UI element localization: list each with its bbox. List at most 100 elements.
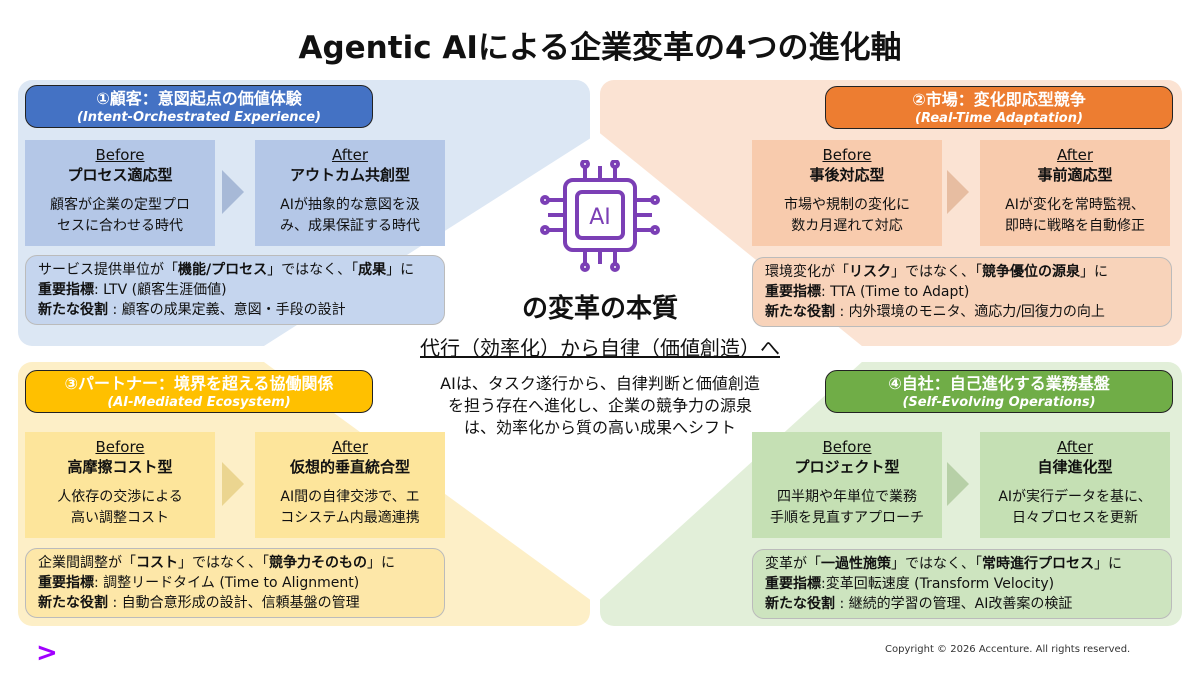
kpi-value: : LTV (顧客生涯価値)	[94, 282, 227, 298]
quadrant-partner-header: ③パートナー：境界を超える協働関係 (AI-Mediated Ecosystem…	[25, 370, 373, 413]
role-label: 新たな役割	[765, 596, 835, 612]
after-label: After	[331, 438, 369, 456]
kpi-label: 重要指標	[38, 282, 94, 298]
summary-role: 新たな役割 : 内外環境のモニタ、適応力/回復力の向上	[765, 302, 1159, 322]
summary-shift: 変革が「一過性施策」ではなく、「常時進行プロセス」に	[765, 554, 1159, 574]
emphasis: 成果	[358, 262, 387, 278]
quadrant-title: ④自社：自己進化する業務基盤	[888, 374, 1110, 393]
text: 企業間調整が「	[38, 555, 136, 571]
role-label: 新たな役割	[765, 304, 835, 320]
essence-description: AIは、タスク遂行から、自律判断と価値創造 を担う存在へ進化し、企業の競争力の源…	[400, 373, 800, 439]
quadrant-market-summary: 環境変化が「リスク」ではなく、「競争優位の源泉」に 重要指標: TTA (Tim…	[752, 257, 1172, 327]
before-box: Before プロセス適応型 顧客が企業の定型プロ セスに合わせる時代	[25, 140, 215, 246]
before-box: Before プロジェクト型 四半期や年単位で業務 手順を見直すアプローチ	[752, 432, 942, 538]
before-description: 高い調整コスト	[71, 510, 169, 526]
quadrant-partner-summary: 企業間調整が「コスト」ではなく、「競争力そのもの」に 重要指標: 調整リードタイ…	[25, 548, 445, 618]
quadrant-subtitle: (Real-Time Adaptation)	[915, 111, 1083, 126]
after-description: AIが実行データを基に、	[998, 489, 1152, 505]
arrow-right-icon	[222, 462, 244, 506]
text: 」に	[386, 262, 415, 278]
before-type: 事後対応型	[809, 166, 885, 184]
emphasis: コスト	[136, 555, 178, 571]
accenture-logo: >	[36, 638, 58, 668]
text: サービス提供単位が「	[38, 262, 178, 278]
after-label: After	[331, 146, 369, 164]
after-description: AIが抽象的な意図を汲	[280, 197, 420, 213]
before-description: 市場や規制の変化に	[784, 197, 910, 213]
emphasis: 常時進行プロセス	[982, 556, 1094, 572]
summary-kpi: 重要指標:変革回転速度 (Transform Velocity)	[765, 574, 1159, 594]
summary-kpi: 重要指標: LTV (顧客生涯価値)	[38, 280, 432, 300]
quadrant-subtitle: (Self-Evolving Operations)	[902, 395, 1096, 410]
quadrant-market-header: ②市場：変化即応型競争 (Real-Time Adaptation)	[825, 86, 1173, 129]
quadrant-subtitle: (Intent-Orchestrated Experience)	[77, 110, 321, 125]
essence-line: を担う存在へ進化し、企業の競争力の源泉	[447, 396, 752, 415]
after-label: After	[1056, 438, 1094, 456]
summary-shift: 環境変化が「リスク」ではなく、「競争優位の源泉」に	[765, 262, 1159, 282]
kpi-label: 重要指標	[765, 284, 821, 300]
after-type: 仮想的垂直統合型	[289, 458, 410, 476]
text: 」に	[367, 555, 395, 571]
summary-role: 新たな役割 : 自動合意形成の設計、信頼基盤の管理	[38, 593, 432, 613]
after-description: 日々プロセスを更新	[1012, 510, 1138, 526]
quadrant-title: ②市場：変化即応型競争	[912, 90, 1086, 109]
kpi-value: :変革回転速度 (Transform Velocity)	[821, 576, 1055, 592]
emphasis: 機能/プロセス	[178, 262, 268, 278]
arrow-right-icon	[947, 462, 969, 506]
text: 」に	[1094, 556, 1122, 572]
quadrant-title: ③パートナー：境界を超える協働関係	[64, 374, 334, 393]
summary-shift: サービス提供単位が「機能/プロセス」ではなく、「成果」に	[38, 260, 432, 280]
after-description: AI間の自律交渉で、エ	[280, 489, 420, 505]
after-box: After アウトカム共創型 AIが抽象的な意図を汲 み、成果保証する時代	[255, 140, 445, 246]
before-label: Before	[95, 438, 145, 456]
role-value: : 顧客の成果定義、意図・手段の設計	[108, 302, 346, 318]
kpi-label: 重要指標	[765, 576, 821, 592]
quadrant-title: ①顧客：意図起点の価値体験	[96, 89, 302, 108]
summary-role: 新たな役割 : 継続的学習の管理、AI改善案の検証	[765, 594, 1159, 614]
before-description: 人依存の交渉による	[57, 489, 183, 505]
emphasis: 競争力そのもの	[269, 555, 367, 571]
text: 」ではなく、「	[178, 555, 269, 571]
ai-chip-label: AI	[589, 205, 611, 230]
role-value: : 自動合意形成の設計、信頼基盤の管理	[108, 595, 360, 611]
after-description: 即時に戦略を自動修正	[1005, 218, 1145, 234]
essence-line: は、効率化から質の高い成果へシフト	[463, 418, 736, 437]
after-label: After	[1056, 146, 1094, 164]
before-label: Before	[95, 146, 145, 164]
before-type: プロジェクト型	[794, 458, 900, 476]
quadrant-customer-summary: サービス提供単位が「機能/プロセス」ではなく、「成果」に 重要指標: LTV (…	[25, 255, 445, 325]
before-description: 四半期や年単位で業務	[777, 489, 917, 505]
after-box: After 事前適応型 AIが変化を常時監視、 即時に戦略を自動修正	[980, 140, 1170, 246]
emphasis: 一過性施策	[821, 556, 891, 572]
before-description: 顧客が企業の定型プロ	[50, 197, 190, 213]
quadrant-self-header: ④自社：自己進化する業務基盤 (Self-Evolving Operations…	[825, 370, 1173, 413]
before-type: 高摩擦コスト型	[67, 458, 173, 476]
after-type: 事前適応型	[1037, 166, 1113, 184]
text: 」ではなく、「	[891, 264, 982, 280]
summary-role: 新たな役割 : 顧客の成果定義、意図・手段の設計	[38, 300, 432, 320]
before-box: Before 高摩擦コスト型 人依存の交渉による 高い調整コスト	[25, 432, 215, 538]
summary-shift: 企業間調整が「コスト」ではなく、「競争力そのもの」に	[38, 553, 432, 573]
after-type: 自律進化型	[1037, 458, 1113, 476]
after-description: AIが変化を常時監視、	[1005, 197, 1145, 213]
arrow-right-icon	[222, 170, 244, 214]
role-label: 新たな役割	[38, 595, 108, 611]
before-box: Before 事後対応型 市場や規制の変化に 数カ月遅れて対応	[752, 140, 942, 246]
summary-kpi: 重要指標: 調整リードタイム (Time to Alignment)	[38, 573, 432, 593]
before-description: 手順を見直すアプローチ	[770, 510, 924, 526]
quadrant-customer-header: ①顧客：意図起点の価値体験 (Intent-Orchestrated Exper…	[25, 85, 373, 128]
essence-heading: の変革の本質	[521, 294, 678, 324]
quadrant-self-summary: 変革が「一過性施策」ではなく、「常時進行プロセス」に 重要指標:変革回転速度 (…	[752, 549, 1172, 619]
before-description: セスに合わせる時代	[57, 218, 183, 234]
text: 」ではなく、「	[891, 556, 982, 572]
after-description: コシステム内最適連携	[280, 510, 420, 526]
text: 環境変化が「	[765, 264, 849, 280]
kpi-label: 重要指標	[38, 575, 94, 591]
quadrant-subtitle: (AI-Mediated Ecosystem)	[107, 395, 291, 410]
after-box: After 自律進化型 AIが実行データを基に、 日々プロセスを更新	[980, 432, 1170, 538]
essence-subtitle: 代行（効率化）から自律（価値創造）へ	[420, 336, 780, 360]
after-box: After 仮想的垂直統合型 AI間の自律交渉で、エ コシステム内最適連携	[255, 432, 445, 538]
text: 」ではなく、「	[267, 262, 359, 278]
after-type: アウトカム共創型	[289, 166, 410, 184]
arrow-right-icon	[947, 170, 969, 214]
